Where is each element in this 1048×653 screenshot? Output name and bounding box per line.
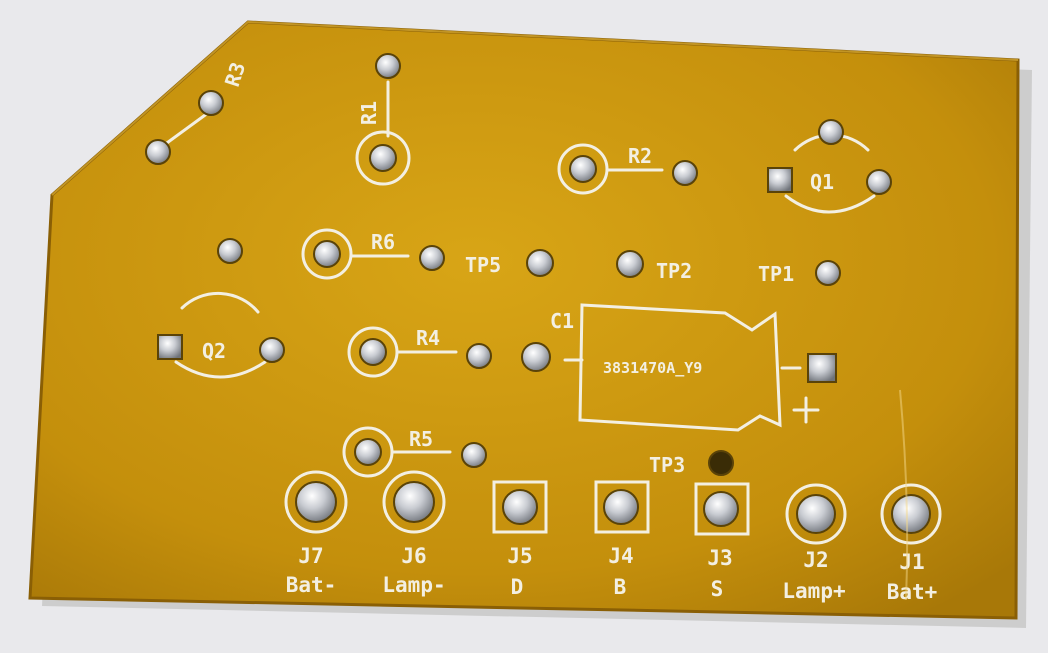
connector-name-j3: S [711,577,724,601]
label-c1: C1 [550,309,574,333]
label-tp2: TP2 [656,259,692,283]
silkscreen-labels: R1 R2 R3 R4 R5 R6 Q1 Q2 C1 3831470A_Y9 +… [0,0,834,477]
connector-ref-j4: J4 [608,544,633,568]
label-q2: Q2 [202,339,226,363]
label-c1-part: 3831470A_Y9 [603,359,702,377]
label-tp3: TP3 [649,453,685,477]
label-tp1: TP1 [758,262,794,286]
solder-pads [145,53,931,534]
label-tp5: TP5 [465,253,501,277]
glare [899,389,909,601]
connector-labels: J7 Bat- J6 Lamp- J5 D J4 B J3 S J2 Lamp+… [286,544,938,604]
label-r5: R5 [409,427,433,451]
label-r2: R2 [628,144,652,168]
board-edge-highlight [51,20,1019,196]
label-r1: R1 [357,101,381,125]
connector-ref-j5: J5 [507,544,532,568]
connector-ref-j1: J1 [899,550,924,574]
label-q1: Q1 [810,170,834,194]
connector-name-j6: Lamp- [382,573,445,597]
silkscreen-outlines [158,80,942,545]
connector-name-j4: B [614,575,627,599]
label-r4: R4 [416,326,440,350]
connector-ref-j2: J2 [803,548,828,572]
label-r6: R6 [371,230,395,254]
connector-name-j5: D [511,575,524,599]
connector-name-j2: Lamp+ [782,579,845,603]
connector-name-j7: Bat- [286,573,337,597]
pcb-board [28,20,1020,620]
connector-ref-j7: J7 [298,544,323,568]
connector-name-j1: Bat+ [887,580,938,604]
connector-ref-j6: J6 [401,544,426,568]
connector-ref-j3: J3 [707,546,732,570]
